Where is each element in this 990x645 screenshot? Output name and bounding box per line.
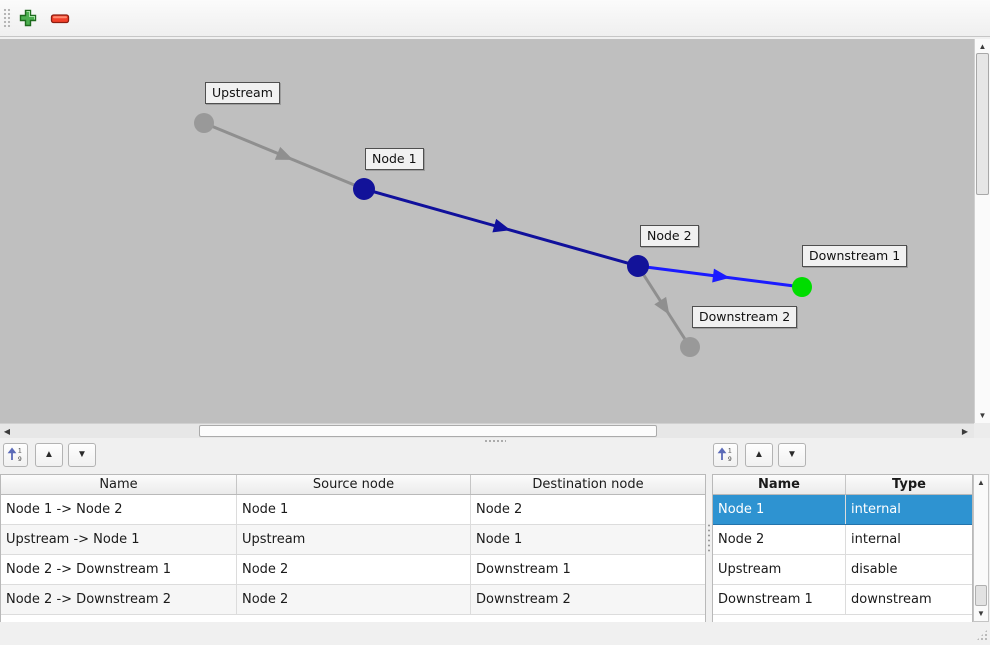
table-row[interactable]: Node 1 -> Node 2 Node 1 Node 2 bbox=[1, 495, 705, 525]
sort-ascending-icon: 1 9 bbox=[717, 446, 734, 465]
edges-table: Name Source node Destination node Node 1… bbox=[0, 474, 706, 622]
cell-source: Node 2 bbox=[237, 555, 471, 584]
down-arrow-icon: ▼ bbox=[77, 449, 87, 460]
cell-destination: Downstream 2 bbox=[476, 592, 571, 607]
scroll-down-icon[interactable]: ▼ bbox=[975, 408, 990, 423]
edges-move-up-button[interactable]: ▲ bbox=[35, 443, 63, 467]
cell-name: Node 1 -> Node 2 bbox=[1, 495, 237, 524]
nodes-table-header: Name Type bbox=[713, 475, 972, 495]
edges-table-header: Name Source node Destination node bbox=[1, 475, 705, 495]
cell-type: downstream bbox=[851, 592, 932, 607]
cell-destination: Downstream 1 bbox=[476, 562, 571, 577]
cell-name: Node 2 bbox=[713, 525, 846, 554]
column-header-type[interactable]: Type bbox=[892, 477, 926, 492]
vertical-splitter-handle[interactable] bbox=[707, 523, 711, 553]
cell-name: Node 2 -> Downstream 1 bbox=[1, 555, 237, 584]
scroll-down-icon[interactable]: ▼ bbox=[974, 607, 988, 620]
svg-text:1: 1 bbox=[728, 447, 732, 454]
scroll-right-icon[interactable]: ▶ bbox=[958, 424, 972, 438]
up-arrow-icon: ▲ bbox=[754, 449, 764, 460]
vertical-scrollbar-thumb[interactable] bbox=[976, 53, 989, 195]
node-label-node-1[interactable]: Node 1 bbox=[365, 148, 424, 170]
nodes-table-scrollbar[interactable]: ▲ ▼ bbox=[973, 474, 989, 622]
cell-type: internal bbox=[851, 532, 901, 547]
edges-sort-button[interactable]: 1 9 bbox=[3, 443, 28, 467]
minus-icon bbox=[50, 8, 70, 31]
nodes-sort-button[interactable]: 1 9 bbox=[713, 443, 738, 467]
table-row[interactable]: Downstream 1 downstream bbox=[713, 585, 972, 615]
table-row[interactable]: Node 2 -> Downstream 2 Node 2 Downstream… bbox=[1, 585, 705, 615]
node-label-downstream-2[interactable]: Downstream 2 bbox=[692, 306, 798, 328]
cell-type: internal bbox=[851, 502, 901, 517]
cell-source: Upstream bbox=[237, 525, 471, 554]
cell-type: disable bbox=[851, 562, 898, 577]
graph-canvas[interactable]: Upstream Node 1 Node 2 Downstream 1 Down… bbox=[0, 39, 974, 423]
cell-name: Node 1 bbox=[713, 495, 846, 524]
empty-row bbox=[1, 615, 705, 622]
cell-name: Node 2 -> Downstream 2 bbox=[1, 585, 237, 614]
nodes-table: Name Type Node 1 internal Node 2 interna… bbox=[712, 474, 973, 622]
graph-drawing bbox=[194, 113, 812, 357]
window-resize-grip[interactable] bbox=[976, 629, 988, 641]
canvas-vertical-scrollbar[interactable]: ▲ ▼ bbox=[974, 39, 990, 423]
horizontal-scrollbar-thumb[interactable] bbox=[199, 425, 657, 437]
scroll-up-icon[interactable]: ▲ bbox=[974, 476, 988, 489]
toolbar-drag-handle[interactable] bbox=[3, 8, 12, 29]
svg-text:1: 1 bbox=[18, 447, 22, 454]
cell-destination: Node 1 bbox=[476, 532, 523, 547]
cell-name: Upstream bbox=[713, 555, 846, 584]
cell-source: Node 2 bbox=[237, 585, 471, 614]
plus-icon bbox=[18, 8, 38, 31]
canvas-horizontal-scrollbar[interactable]: ◀ ▶ bbox=[0, 423, 974, 438]
remove-button[interactable] bbox=[48, 7, 72, 31]
nodes-move-down-button[interactable]: ▼ bbox=[778, 443, 806, 467]
horizontal-splitter-handle[interactable] bbox=[484, 439, 506, 443]
node-label-upstream[interactable]: Upstream bbox=[205, 82, 280, 104]
table-row[interactable]: Upstream disable bbox=[713, 555, 972, 585]
table-row[interactable]: Node 2 internal bbox=[713, 525, 972, 555]
cell-source: Node 1 bbox=[237, 495, 471, 524]
column-header-destination-node[interactable]: Destination node bbox=[532, 477, 644, 492]
node-label-downstream-1[interactable]: Downstream 1 bbox=[802, 245, 908, 267]
edges-move-down-button[interactable]: ▼ bbox=[68, 443, 96, 467]
scroll-left-icon[interactable]: ◀ bbox=[0, 424, 14, 438]
cell-name: Upstream -> Node 1 bbox=[1, 525, 237, 554]
scrollbar-thumb[interactable] bbox=[975, 585, 987, 606]
add-button[interactable] bbox=[16, 7, 40, 31]
table-row[interactable]: Upstream -> Node 1 Upstream Node 1 bbox=[1, 525, 705, 555]
scrollbar-corner bbox=[974, 423, 990, 438]
cell-name: Downstream 1 bbox=[713, 585, 846, 614]
svg-text:9: 9 bbox=[18, 456, 22, 462]
scroll-up-icon[interactable]: ▲ bbox=[975, 39, 990, 54]
table-row-selected[interactable]: Node 1 internal bbox=[713, 495, 972, 525]
column-header-name[interactable]: Name bbox=[1, 475, 237, 494]
svg-text:9: 9 bbox=[728, 456, 732, 462]
nodes-move-up-button[interactable]: ▲ bbox=[745, 443, 773, 467]
down-arrow-icon: ▼ bbox=[787, 449, 797, 460]
cell-destination: Node 2 bbox=[476, 502, 523, 517]
node-label-node-2[interactable]: Node 2 bbox=[640, 225, 699, 247]
main-toolbar bbox=[0, 0, 990, 37]
column-header-source-node[interactable]: Source node bbox=[237, 475, 471, 494]
empty-row bbox=[713, 615, 972, 622]
sort-ascending-icon: 1 9 bbox=[7, 446, 24, 465]
column-header-name[interactable]: Name bbox=[713, 475, 846, 494]
up-arrow-icon: ▲ bbox=[44, 449, 54, 460]
table-row[interactable]: Node 2 -> Downstream 1 Node 2 Downstream… bbox=[1, 555, 705, 585]
